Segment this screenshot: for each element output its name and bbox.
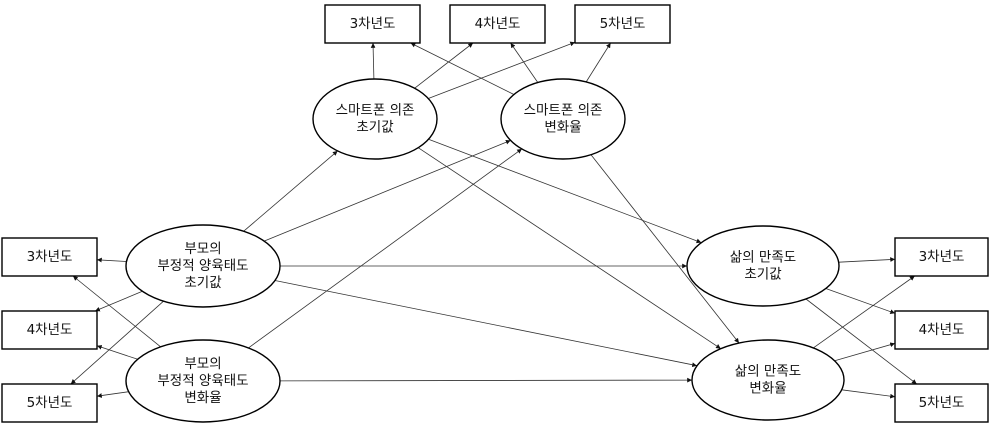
node-label: 4차년도 <box>475 16 521 32</box>
arrow-smi-to-mi1 <box>370 42 376 80</box>
node-shape <box>894 383 989 423</box>
arrow-pns-to-ml3 <box>96 391 129 398</box>
node-shape <box>449 4 546 44</box>
node-label: 초기값 <box>184 275 221 291</box>
node-shape <box>574 4 671 44</box>
node-shape <box>1 237 98 277</box>
edges-layer <box>70 41 917 399</box>
arrow-smi-to-lsi <box>428 138 702 244</box>
arrow-sms-to-lss <box>590 154 740 344</box>
node-label: 4차년도 <box>919 322 965 338</box>
node-shape <box>1 310 98 350</box>
node-label: 부모의 <box>184 356 221 372</box>
arrow-pns-to-sms <box>248 148 523 349</box>
node-shape <box>894 237 989 277</box>
arrow-lsi-to-mr2 <box>825 288 896 314</box>
arrow-pni-to-smi <box>243 150 338 232</box>
arrow-pni-to-ml1 <box>96 257 127 263</box>
arrow-lss-to-mr3 <box>841 389 896 399</box>
arrow-pni-to-lss <box>274 280 698 368</box>
node-shape <box>312 78 438 160</box>
node-label: 부모의 <box>184 241 221 257</box>
indicator-box-ml2: 4차년도 <box>1 310 98 350</box>
indicator-box-mi1: 3차년도 <box>324 4 421 44</box>
arrow-sms-to-mi1 <box>410 42 515 95</box>
node-label: 변화율 <box>184 390 221 406</box>
node-label: 3차년도 <box>350 16 396 32</box>
arrow-smi-to-mi2 <box>414 42 474 89</box>
arrow-lss-to-mr1 <box>813 275 915 349</box>
node-shape <box>686 225 840 307</box>
arrow-pns-to-lss <box>279 377 693 383</box>
node-shape <box>500 78 626 160</box>
node-label: 부정적 양육태도 <box>157 373 248 389</box>
node-label: 삶의 만족도 <box>735 364 801 380</box>
node-label: 스마트폰 의존 <box>524 103 603 119</box>
arrow-pni-to-ml3 <box>70 300 164 385</box>
node-label: 5차년도 <box>919 395 965 411</box>
arrow-lsi-to-mr1 <box>838 257 896 263</box>
arrow-sms-to-mi2 <box>510 42 539 83</box>
arrow-pns-to-ml2 <box>96 345 138 360</box>
arrow-pns-to-ml1 <box>72 275 161 348</box>
node-shape <box>1 383 98 423</box>
arrow-smi-to-lss <box>417 147 722 350</box>
node-label: 4차년도 <box>27 322 73 338</box>
node-label: 5차년도 <box>600 16 646 32</box>
node-label: 변화율 <box>544 120 581 136</box>
node-label: 초기값 <box>356 120 393 136</box>
arrow-lsi-to-mr3 <box>805 298 917 385</box>
node-label: 3차년도 <box>919 249 965 265</box>
node-shape <box>324 4 421 44</box>
arrow-smi-to-mi3 <box>428 41 576 99</box>
arrow-lss-to-mr2 <box>834 342 896 362</box>
node-label: 변화율 <box>749 381 786 397</box>
node-label: 5차년도 <box>27 395 73 411</box>
arrow-pni-to-sms <box>263 139 511 242</box>
indicator-box-mr1: 3차년도 <box>894 237 989 277</box>
indicator-box-ml3: 5차년도 <box>1 383 98 423</box>
node-label: 3차년도 <box>27 249 73 265</box>
indicator-box-mi2: 4차년도 <box>449 4 546 44</box>
arrow-pni-to-ml2 <box>94 290 143 312</box>
indicator-box-mr3: 5차년도 <box>894 383 989 423</box>
node-shape <box>691 339 845 421</box>
node-shape <box>125 339 281 423</box>
indicator-box-ml1: 3차년도 <box>1 237 98 277</box>
node-label: 스마트폰 의존 <box>336 103 415 119</box>
node-shape <box>125 224 281 308</box>
indicator-box-mi3: 5차년도 <box>574 4 671 44</box>
node-label: 부정적 양육태도 <box>157 258 248 274</box>
node-label: 초기값 <box>744 267 781 283</box>
node-label: 삶의 만족도 <box>730 250 796 266</box>
node-shape <box>894 310 989 350</box>
indicator-box-mr2: 4차년도 <box>894 310 989 350</box>
arrow-sms-to-mi3 <box>585 42 611 83</box>
